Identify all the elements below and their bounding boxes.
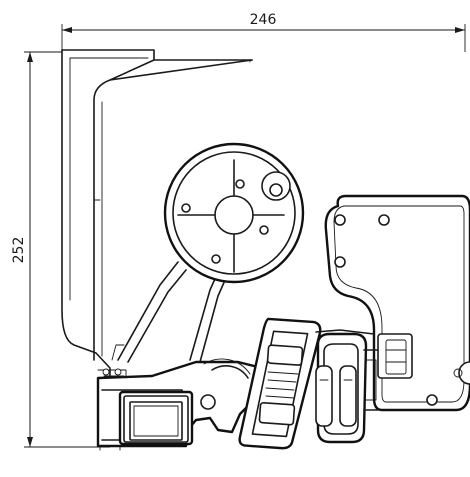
height-dimension: 252 <box>11 51 110 448</box>
upper-arm <box>109 59 253 81</box>
height-dimension-label: 252 <box>11 237 27 264</box>
sensor-module <box>118 390 194 446</box>
connector-block <box>377 333 413 379</box>
connector-housing-right <box>315 332 368 444</box>
height-arrow-bottom <box>27 437 33 447</box>
bridge <box>315 329 379 411</box>
fastener-details <box>99 368 122 451</box>
width-dimension: 246 <box>61 12 466 52</box>
connector-housing-left <box>238 317 322 450</box>
cable-reel <box>163 142 305 284</box>
width-arrow-right <box>455 27 465 33</box>
width-arrow-left <box>62 27 72 33</box>
support-column <box>61 49 155 381</box>
height-arrow-top <box>27 52 33 62</box>
cover-plate <box>324 194 470 412</box>
width-dimension-label: 246 <box>250 12 277 28</box>
